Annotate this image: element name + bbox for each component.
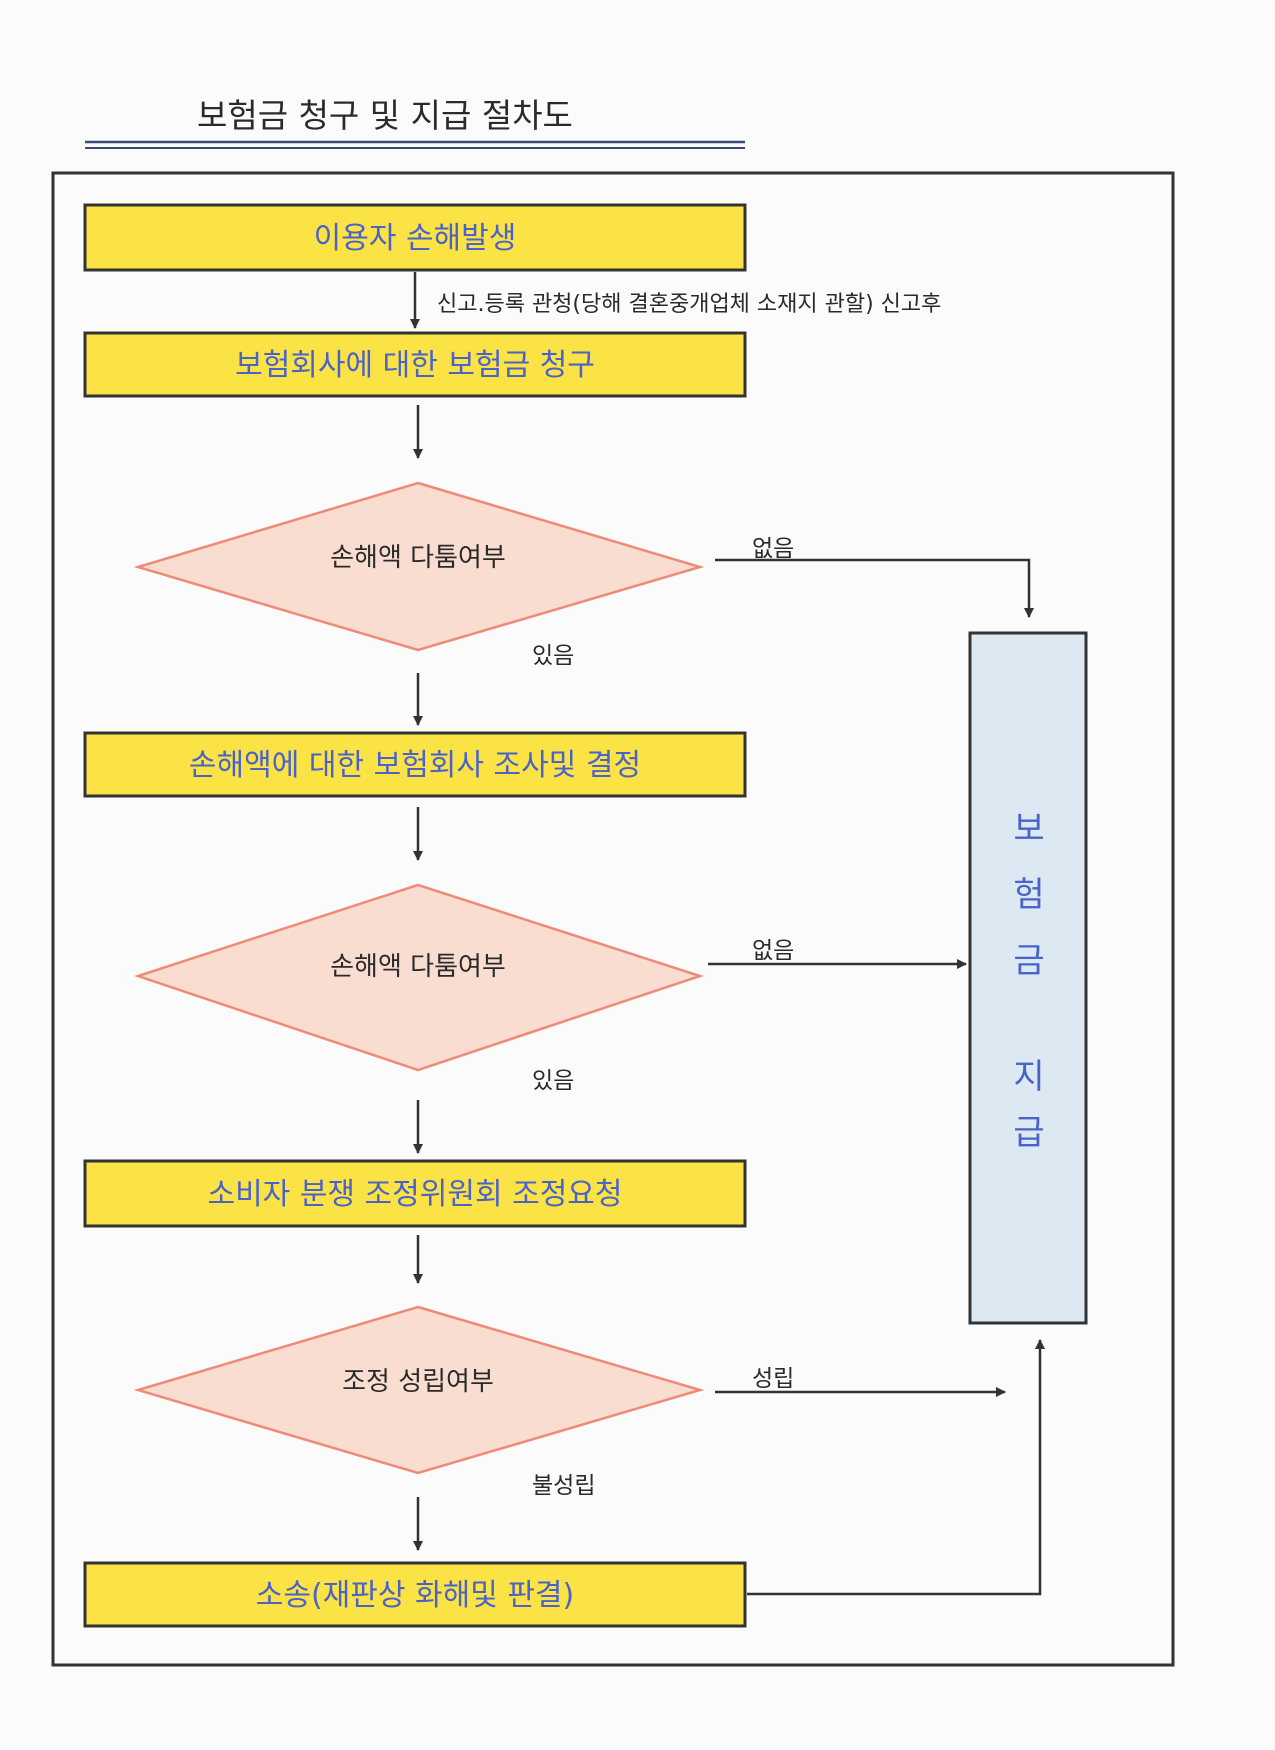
payout-char-2: 험: [1013, 875, 1044, 915]
decision-1-no-label: 없음: [752, 536, 794, 562]
payout-char-3: 금: [1013, 941, 1044, 981]
step-insurance-claim: [83, 331, 747, 398]
decision-dispute-2: [134, 883, 705, 1072]
decision-1-yes-label: 있음: [532, 643, 574, 669]
arrow-decision1-no-to-payout: [715, 558, 1034, 618]
decision-dispute-1-label: 손해액 다툼여부: [330, 543, 506, 573]
report-note: 신고.등록 관청(당해 결혼중개업체 소재지 관할) 신고후: [437, 292, 941, 317]
page-title: 보험금 청구 및 지급 절차도: [197, 96, 573, 135]
payout-char-4: 지: [1013, 1057, 1044, 1097]
decision-dispute-1: [133, 481, 705, 652]
decision-2-no-label: 없음: [752, 938, 794, 964]
arrow-litigation-to-payout: [747, 1339, 1045, 1596]
decision-2-yes-label: 있음: [532, 1068, 574, 1094]
step-mediation-request: [83, 1159, 747, 1228]
decision-mediation-label: 조정 성립여부: [342, 1367, 494, 1397]
payout-char-5: 급: [1013, 1113, 1044, 1153]
decision-3-yes-label: 성립: [752, 1366, 794, 1392]
step-damage-occurred: [83, 203, 747, 272]
step-insurance-claim-label: 보험회사에 대한 보험금 청구: [235, 348, 595, 383]
step-damage-occurred-label: 이용자 손해발생: [314, 221, 517, 256]
payout-char-1: 보: [1013, 809, 1044, 849]
step-investigation: [83, 731, 747, 798]
step-litigation-label: 소송(재판상 화해및 판결): [256, 1578, 574, 1613]
step-mediation-request-label: 소비자 분쟁 조정위원회 조정요청: [207, 1177, 622, 1212]
decision-3-no-label: 불성립: [532, 1473, 595, 1499]
decision-dispute-2-label: 손해액 다툼여부: [330, 952, 506, 982]
decision-mediation: [133, 1305, 705, 1475]
payout-box: [968, 631, 1088, 1325]
step-investigation-label: 손해액에 대한 보험회사 조사및 결정: [189, 748, 641, 783]
step-litigation: [83, 1561, 747, 1628]
outer-frame: [51, 171, 1175, 1667]
